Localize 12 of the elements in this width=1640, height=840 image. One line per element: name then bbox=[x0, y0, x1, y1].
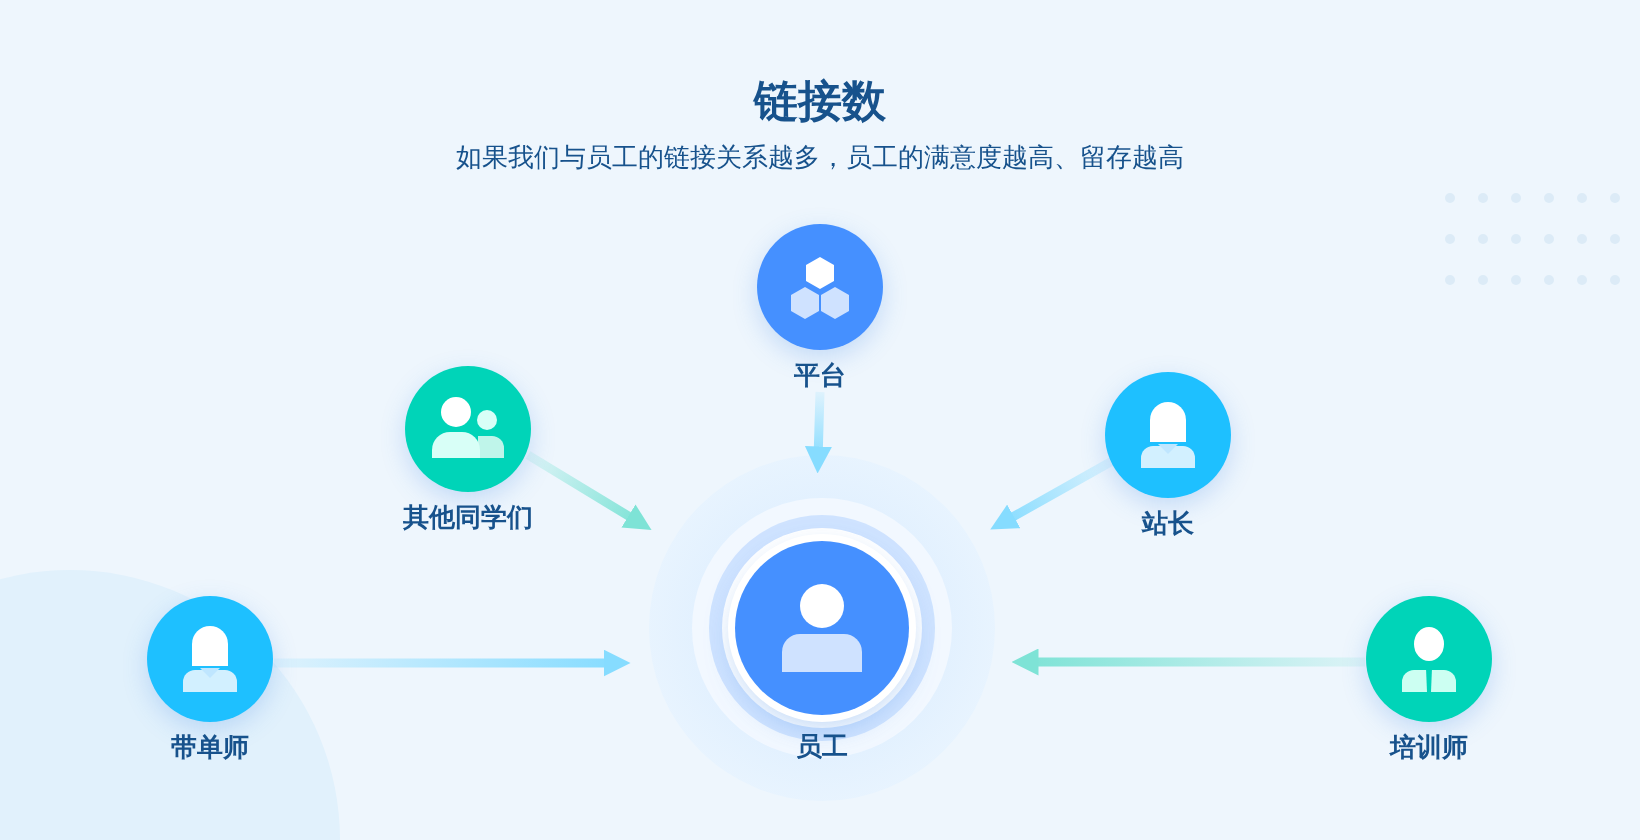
node-label: 员工 bbox=[796, 730, 848, 763]
arrow bbox=[274, 649, 631, 677]
node-label: 其他同学们 bbox=[403, 501, 533, 534]
subtitle: 如果我们与员工的链接关系越多，员工的满意度越高、留存越高 bbox=[456, 141, 1184, 174]
node-label: 培训师 bbox=[1390, 731, 1468, 764]
arrow bbox=[1011, 648, 1365, 676]
title: 链接数 bbox=[754, 74, 886, 128]
arrow bbox=[525, 451, 652, 530]
node-label: 平台 bbox=[794, 359, 846, 392]
node-label: 带单师 bbox=[171, 731, 249, 764]
arrow bbox=[804, 391, 832, 474]
node-label: 站长 bbox=[1142, 507, 1194, 540]
